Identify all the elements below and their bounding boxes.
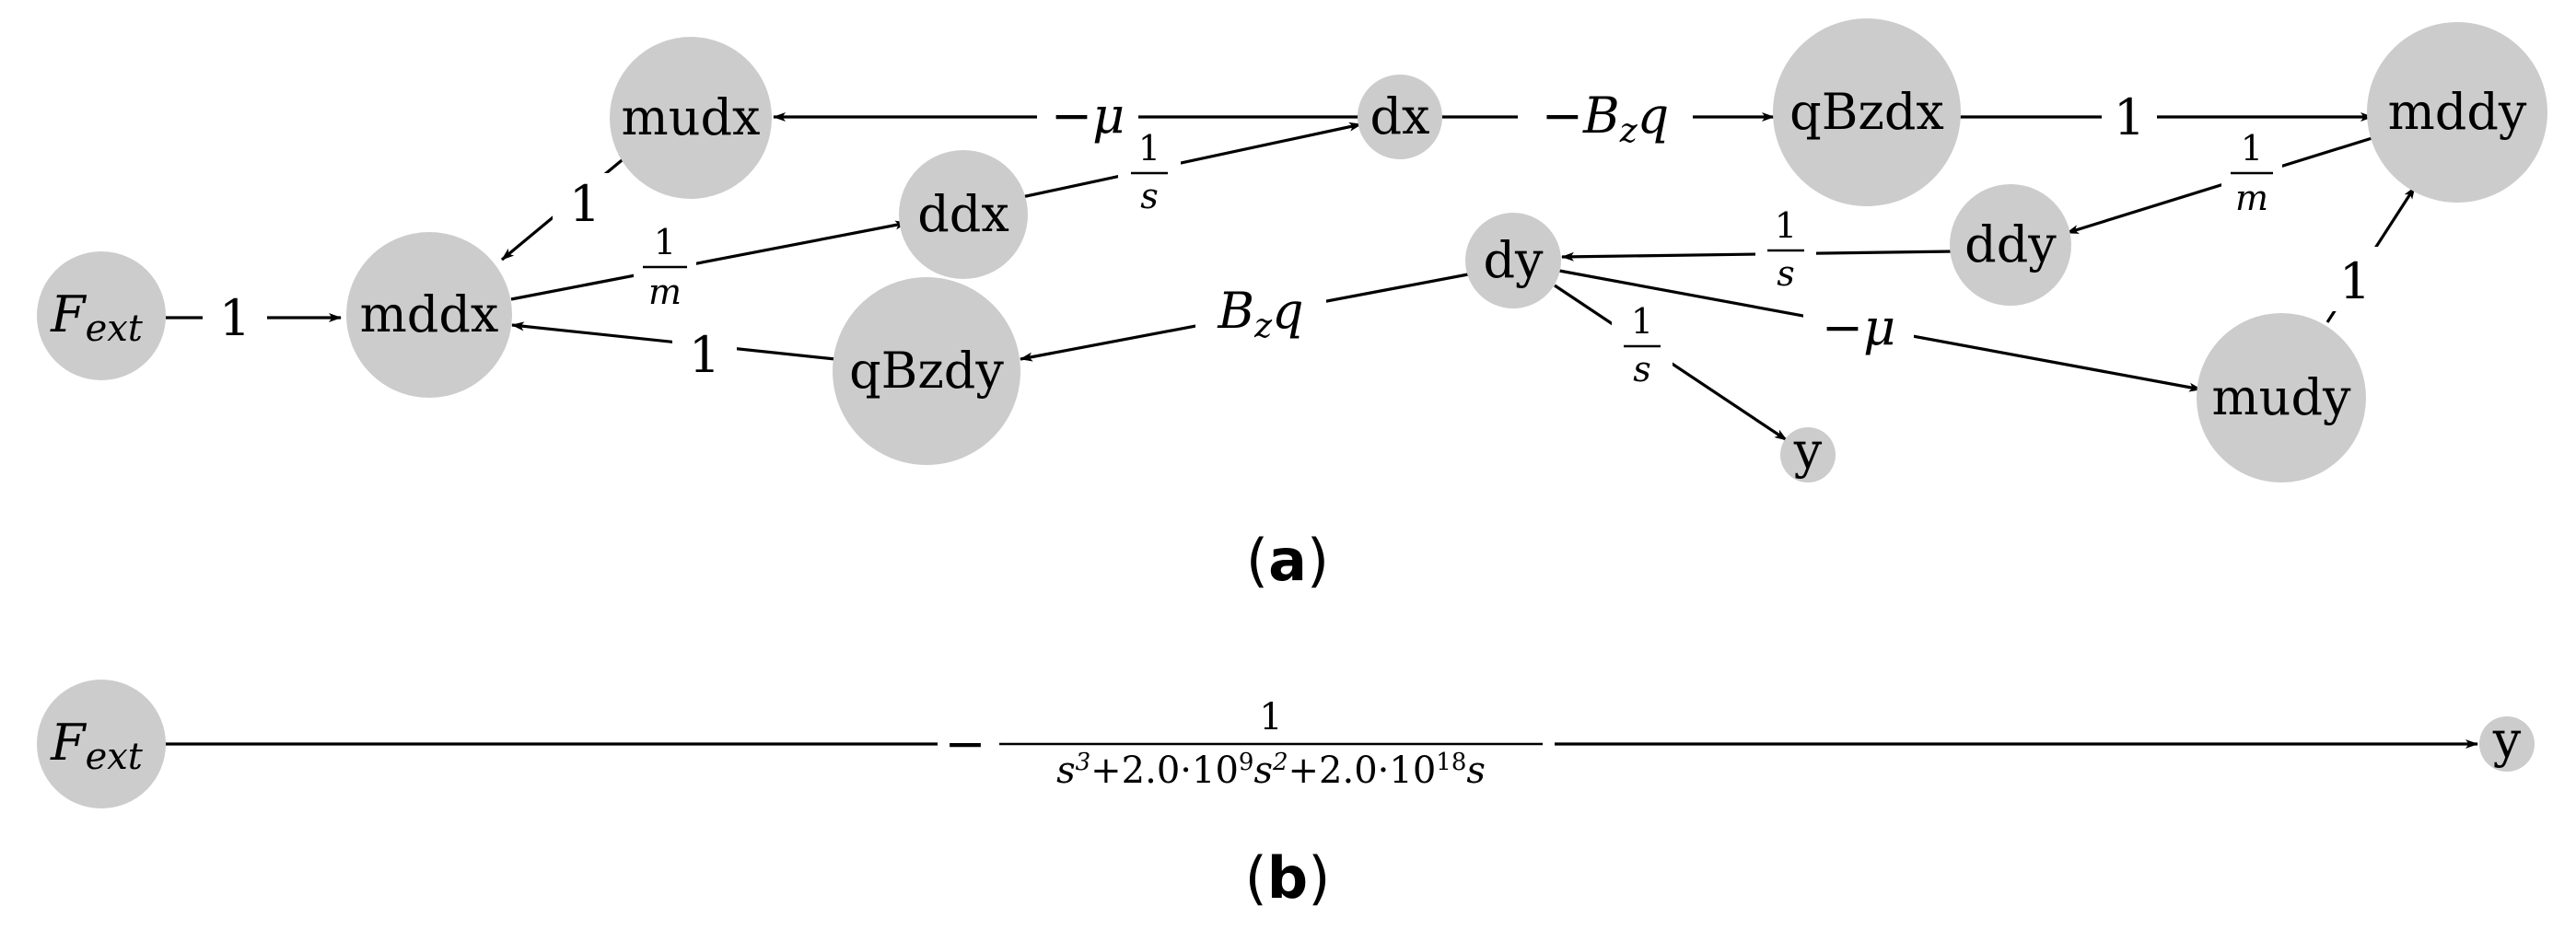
svg-text:qBzdx: qBzdx [1789,83,1944,141]
svg-text:dy: dy [1483,231,1544,289]
node-y: y [1780,422,1836,482]
edge-label-dx-qbzdx: −Bzq [1542,87,1669,150]
svg-text:y: y [1793,422,1823,480]
mask [938,686,1555,792]
node-ddy: ddy [1950,184,2071,306]
edge-mddx-ddx [510,220,908,301]
node-mddy: mddy [2367,22,2547,203]
node-dx: dx [1358,75,1442,159]
svg-text:1: 1 [1138,128,1160,169]
edge-ddx-dx [1017,122,1362,200]
mask [1612,299,1673,399]
node-b-y: y [2479,711,2535,772]
svg-text:y: y [2492,711,2522,769]
node-mudx: mudx [610,37,772,199]
node-mddx: mddx [346,232,512,398]
edge-label-mddx-ddx: 1 m [643,222,687,312]
edge-label-ddx-dx: 1 s [1131,128,1168,216]
diagram-a: 1 1 1 m 1 s −μ −Bzq 1 1 m 1 1 s Bzq 1 −μ [37,18,2547,594]
svg-text:qBzdy: qBzdy [849,342,1004,400]
mask [203,284,267,350]
mask [2102,83,2157,149]
svg-text:ddx: ddx [917,185,1009,243]
svg-text:mudx: mudx [621,88,760,146]
node-b-fext: Fext [37,680,166,808]
svg-text:1: 1 [1259,696,1282,738]
diagram-b: − 1 s3+2.0·109s2+2.0·1018s Fext y (b) [37,680,2535,912]
mask [1803,295,1914,361]
svg-text:m: m [648,272,682,312]
edge-label-dy-y: 1 s [1624,301,1661,389]
caption-b: (b) [1245,844,1331,912]
edge-label-ddy-dy: 1 s [1767,205,1804,294]
node-fext: Fext [37,251,166,380]
svg-text:mudy: mudy [2211,368,2351,426]
svg-text:−: − [944,715,985,773]
svg-text:s3+2.0·109s2+2.0·1018s: s3+2.0·109s2+2.0·1018s [1056,749,1486,792]
svg-text:1: 1 [654,222,676,262]
node-qbzdy: qBzdy [833,277,1020,465]
edge-label-qbzdy-mddx: 1 [689,326,720,384]
svg-text:s: s [1633,349,1651,389]
svg-text:s: s [1140,176,1159,216]
edge-label-mudx-mddx: 1 [569,175,600,233]
svg-text:mddx: mddx [360,285,499,343]
node-ddx: ddx [899,150,1028,279]
svg-text:Fext: Fext [50,714,144,778]
edge-label-dy-mudy: −μ [1822,298,1895,356]
mask [2330,247,2380,311]
transfer-function-label: − 1 s3+2.0·109s2+2.0·1018s [944,696,1543,792]
mask [553,173,617,236]
node-mudy: mudy [2197,313,2366,482]
mask [1037,83,1138,147]
mask [634,221,696,320]
svg-text:1: 1 [2241,128,2263,169]
node-qbzdx: qBzdx [1773,18,1961,206]
svg-text:1: 1 [1631,301,1653,342]
edge-label-dx-mudx: −μ [1051,87,1125,145]
node-dy: dy [1465,213,1561,308]
mask [1195,278,1326,346]
edge-label-fext-mddx: 1 [219,289,251,347]
edge-label-qbzdx-mddy: 1 [2114,88,2145,146]
edge-label-mudy-mddy: 1 [2339,252,2371,310]
mask [2221,125,2282,225]
svg-text:mddy: mddy [2388,83,2527,141]
svg-text:s: s [1777,253,1795,294]
edge-label-mddy-ddy: 1 m [2231,128,2273,218]
svg-text:Fext: Fext [50,285,144,350]
svg-text:dx: dx [1370,87,1429,145]
caption-a: (a) [1246,527,1329,594]
svg-text:m: m [2235,178,2268,218]
svg-text:1: 1 [1775,205,1797,246]
mask [672,324,737,389]
mask [1755,204,1816,304]
mask [1518,83,1693,151]
svg-text:ddy: ddy [1964,215,2057,273]
edge-label-dy-qbzdy: Bzq [1217,282,1303,345]
